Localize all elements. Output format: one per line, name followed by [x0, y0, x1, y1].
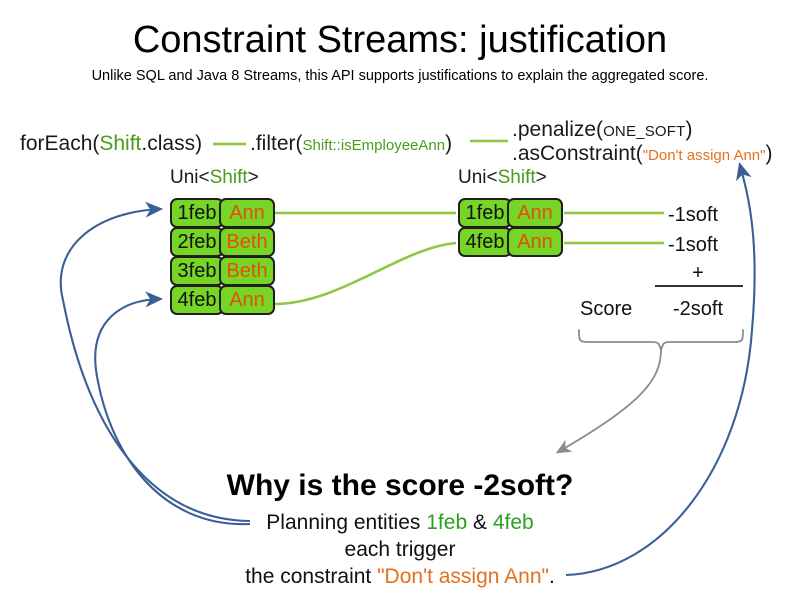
- code-foreach-suffix: .class): [141, 132, 203, 155]
- fact-employee: Beth: [219, 256, 275, 286]
- explanation-heading: Why is the score -2soft?: [226, 469, 574, 502]
- sum-rule-line: [655, 285, 743, 287]
- fact-date: 1feb: [458, 198, 512, 228]
- code-foreach-type: Shift: [99, 132, 142, 155]
- explanation-entity-4feb: 4feb: [492, 511, 534, 534]
- explanation-line-1-amp: &: [467, 511, 493, 534]
- fact-date: 2feb: [170, 227, 224, 257]
- explanation-line-1-prefix: Planning entities: [266, 511, 427, 534]
- code-penalize-arg: ONE_SOFT: [603, 123, 686, 140]
- sum-operator: +: [692, 262, 704, 284]
- code-filter-suffix: ): [445, 132, 453, 155]
- fact-employee: Ann: [219, 285, 275, 315]
- table-row[interactable]: 4feb Ann: [458, 227, 563, 257]
- fact-date: 3feb: [170, 256, 224, 286]
- stream-header-right: Uni<Shift>: [458, 167, 547, 189]
- stream-header-right-suffix: >: [535, 167, 547, 188]
- code-filter-arg: Shift::isEmployeeAnn: [302, 137, 446, 154]
- fact-employee: Ann: [219, 198, 275, 228]
- stream-header-right-type: Shift: [497, 167, 536, 188]
- score-label: Score: [580, 298, 633, 320]
- fact-employee: Beth: [219, 227, 275, 257]
- explanation-constraint-name: "Don't assign Ann": [377, 565, 549, 588]
- fact-date: 4feb: [170, 285, 224, 315]
- table-row[interactable]: 2feb Beth: [170, 227, 275, 257]
- code-penalize-prefix: .penalize(: [512, 118, 604, 141]
- page-subtitle: Unlike SQL and Java 8 Streams, this API …: [91, 68, 709, 84]
- code-filter: .filter(Shift::isEmployeeAnn): [250, 132, 452, 158]
- stream-header-left-type: Shift: [209, 167, 248, 188]
- fact-date: 4feb: [458, 227, 512, 257]
- table-row[interactable]: 3feb Beth: [170, 256, 275, 286]
- table-row[interactable]: 4feb Ann: [170, 285, 275, 315]
- code-penalize: .penalize(ONE_SOFT): [512, 118, 693, 144]
- explanation-line-3-prefix: the constraint: [245, 565, 378, 588]
- code-as-constraint-suffix: ): [765, 142, 773, 165]
- fact-employee: Ann: [507, 227, 563, 257]
- fact-list-right: 1feb Ann 4feb Ann: [458, 198, 563, 257]
- explanation-line-3-suffix: .: [548, 565, 555, 588]
- code-filter-prefix: .filter(: [250, 132, 303, 155]
- explanation-line-1: Planning entities 1feb & 4feb: [100, 510, 700, 536]
- table-row[interactable]: 1feb Ann: [458, 198, 563, 228]
- code-as-constraint-arg: "Don't assign Ann": [642, 147, 766, 164]
- page-title: Constraint Streams: justification: [132, 19, 668, 61]
- score-brace: [578, 329, 744, 353]
- explanation-entity-1feb: 1feb: [426, 511, 468, 534]
- fact-employee: Ann: [507, 198, 563, 228]
- code-as-constraint: .asConstraint("Don't assign Ann"): [512, 142, 772, 168]
- score-explanation-arrow: [555, 349, 662, 454]
- penalty-label-1: -1soft: [668, 204, 719, 226]
- penalty-label-2: -1soft: [668, 234, 719, 256]
- fact-list-left: 1feb Ann 2feb Beth 3feb Beth 4feb Ann: [170, 198, 275, 315]
- code-foreach: forEach(Shift.class): [20, 132, 202, 156]
- table-row[interactable]: 1feb Ann: [170, 198, 275, 228]
- explanation-line-2: each trigger: [344, 538, 456, 561]
- stream-header-left: Uni<Shift>: [170, 167, 259, 189]
- fact-date: 1feb: [170, 198, 224, 228]
- stream-header-right-prefix: Uni<: [458, 167, 498, 188]
- code-as-constraint-prefix: .asConstraint(: [512, 142, 643, 165]
- code-foreach-prefix: forEach(: [20, 132, 100, 155]
- stream-line-4feb: [273, 241, 457, 306]
- stream-header-left-prefix: Uni<: [170, 167, 210, 188]
- stream-header-left-suffix: >: [247, 167, 259, 188]
- score-total: -2soft: [672, 298, 724, 320]
- code-penalize-suffix: ): [685, 118, 693, 141]
- explanation-line-3: the constraint "Don't assign Ann".: [100, 564, 700, 590]
